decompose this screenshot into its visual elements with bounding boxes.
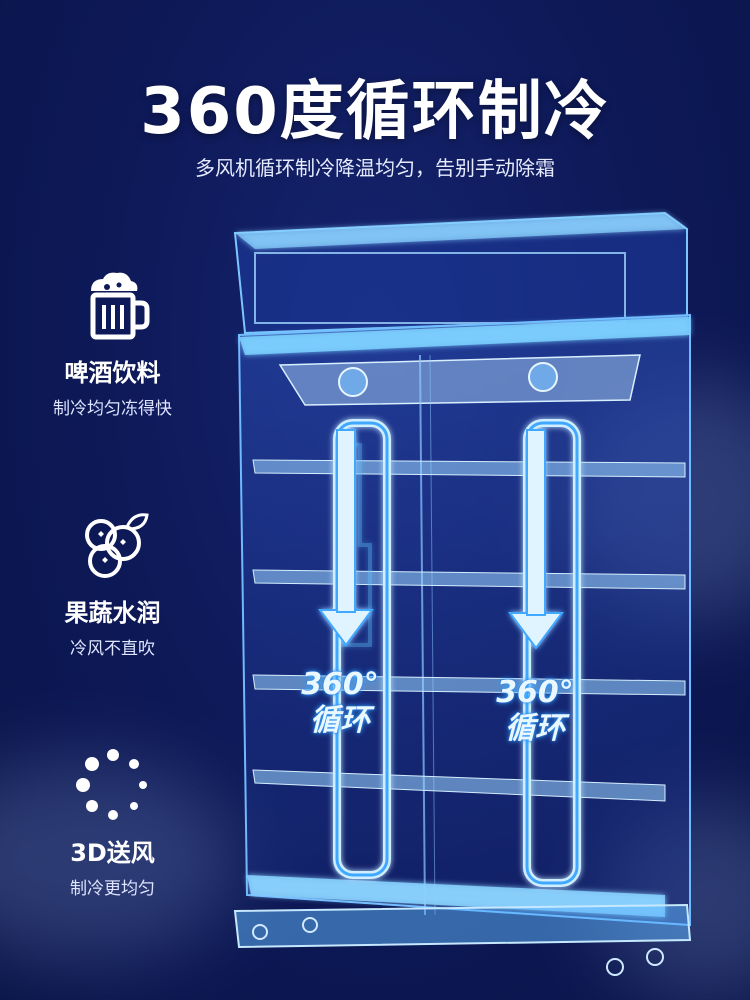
berries-icon	[73, 505, 153, 585]
feature-desc: 冷风不直吹	[70, 639, 155, 659]
feature-berries: 果蔬水润 冷风不直吹	[30, 505, 195, 659]
feature-3d-airflow: 3D送风 制冷更均匀	[30, 745, 195, 899]
page-title: 360度循环制冷	[140, 75, 610, 149]
feature-desc: 制冷更均匀	[70, 879, 155, 899]
feature-desc: 制冷均匀冻得快	[53, 399, 172, 419]
feature-name: 啤酒饮料	[64, 359, 161, 387]
feature-name: 果蔬水润	[64, 599, 161, 627]
feature-beer: 啤酒饮料 制冷均匀冻得快	[30, 265, 195, 419]
fridge-illustration: 360° 循环 360° 循环	[225, 205, 705, 985]
circulation-label-right: 360° 循环	[496, 675, 574, 746]
page-subtitle: 多风机循环制冷降温均匀，告别手动除霜	[195, 156, 555, 180]
beer-mug-icon	[73, 265, 153, 345]
dots-ring-icon	[73, 745, 153, 825]
feature-name: 3D送风	[70, 839, 155, 867]
circulation-label-left: 360° 循环	[301, 667, 379, 738]
